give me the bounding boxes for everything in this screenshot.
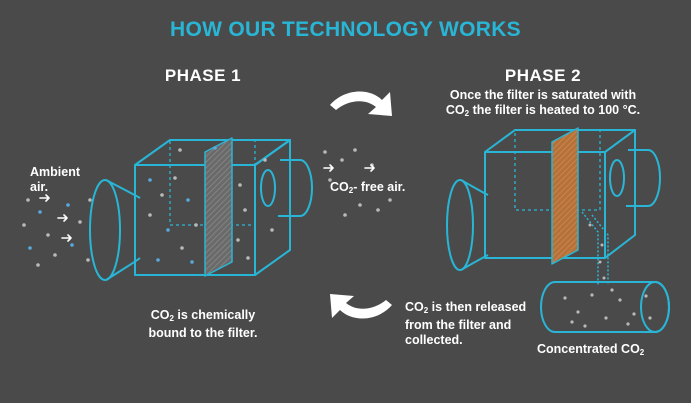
forward-cycle-arrow-icon bbox=[330, 91, 392, 116]
phase-2-description-line-2: CO2 the filter is heated to 100 °C. bbox=[445, 103, 641, 118]
co2-released-label: CO2 is then released from the filter and… bbox=[405, 300, 527, 347]
phase-1-outlet-opening bbox=[260, 169, 276, 207]
phase-2-machine bbox=[446, 127, 670, 333]
phase-2-heading: PHASE 2 bbox=[504, 66, 582, 85]
phase-2-outlet-pipe bbox=[626, 149, 661, 207]
concentrated-co2-label: Concentrated CO2 bbox=[537, 342, 645, 357]
phase-1-filter bbox=[204, 137, 233, 277]
phase-2-release-pipe bbox=[581, 211, 599, 285]
phase-2-outlet-opening bbox=[609, 159, 625, 197]
phase-1-intake-horn bbox=[89, 179, 121, 281]
phase-1-machine bbox=[89, 137, 313, 281]
phase-2-particles bbox=[563, 223, 652, 328]
phase-2-collection-tank bbox=[540, 281, 670, 333]
phase-2-description-line-1: Once the filter is saturated with bbox=[449, 88, 637, 102]
phase-1-heading: PHASE 1 bbox=[164, 66, 242, 85]
phase-1-intake-horn-sides bbox=[105, 179, 141, 281]
backward-cycle-arrow-icon bbox=[330, 294, 392, 319]
phase-2-intake-horn-sides bbox=[460, 179, 489, 271]
diagram-title: HOW OUR TECHNOLOGY WORKS bbox=[170, 18, 521, 41]
phase-2-filter-heated bbox=[551, 127, 579, 265]
airflow-arrow-icon bbox=[39, 164, 375, 242]
phase-2-box-front bbox=[484, 151, 606, 259]
phase-1-outlet-pipe bbox=[278, 159, 313, 217]
co2-bound-label: CO2 is chemically bound to the filter. bbox=[148, 308, 258, 340]
phase-1-particles bbox=[22, 146, 392, 267]
phase-2-collection-tank-end bbox=[640, 281, 670, 333]
phase-1-box-front bbox=[134, 164, 256, 276]
phase-2-release-pipe-inner bbox=[591, 214, 609, 285]
phase-2-description: Once the filter is saturated with CO2 th… bbox=[408, 88, 678, 121]
ambient-air-label: Ambient air. bbox=[30, 165, 80, 194]
phase-2-intake-horn bbox=[446, 179, 474, 271]
co2-free-air-label: CO2- free air. bbox=[330, 180, 406, 195]
